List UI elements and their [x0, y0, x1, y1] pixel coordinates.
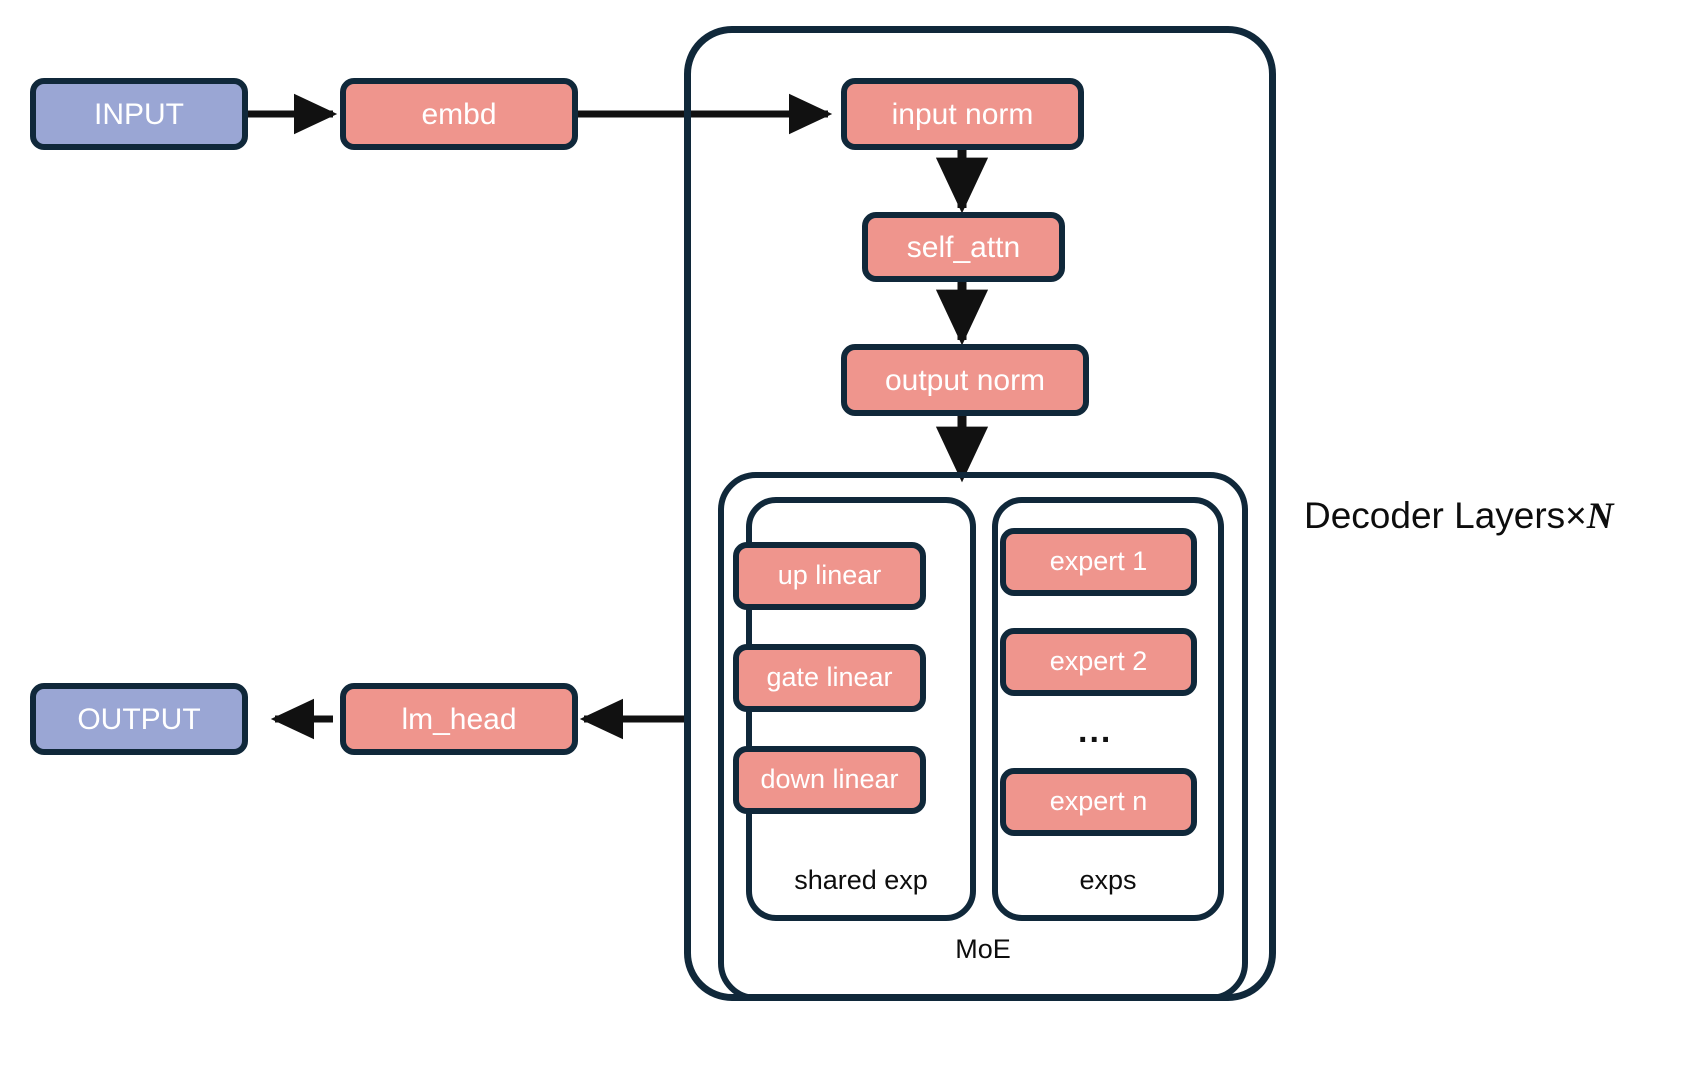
shared-expert-down-linear[interactable]: down linear — [733, 746, 926, 814]
experts-container — [992, 497, 1224, 921]
input-norm-node-label: input norm — [891, 97, 1034, 131]
embd-node-label: embd — [421, 97, 497, 131]
expert-n-node[interactable]: expert n — [1000, 768, 1197, 836]
shared-expert-gate-linear-label: gate linear — [766, 662, 893, 693]
shared-expert-gate-linear[interactable]: gate linear — [733, 644, 926, 712]
experts-ellipsis: ... — [1078, 712, 1113, 750]
expert-2-node[interactable]: expert 2 — [1000, 628, 1197, 696]
shared-expert-caption: shared exp — [794, 865, 928, 895]
shared-expert-down-linear-label: down linear — [760, 764, 899, 795]
shared-expert-up-linear[interactable]: up linear — [733, 542, 926, 610]
expert-n-label: expert n — [1049, 786, 1148, 817]
decoder-layers-prefix: Decoder Layers× — [1304, 495, 1587, 536]
self-attn-node[interactable]: self_attn — [862, 212, 1065, 282]
input-node-label: INPUT — [94, 97, 184, 131]
self-attn-node-label: self_attn — [906, 230, 1021, 264]
moe-container — [718, 472, 1248, 1001]
expert-1-node[interactable]: expert 1 — [1000, 528, 1197, 596]
lm-head-node[interactable]: lm_head — [340, 683, 578, 755]
experts-caption: exps — [1079, 865, 1137, 895]
decoder-layers-label: Decoder Layers×N — [1304, 495, 1614, 538]
decoder-layers-count: N — [1586, 496, 1614, 537]
input-norm-node[interactable]: input norm — [841, 78, 1084, 150]
embd-node[interactable]: embd — [340, 78, 578, 150]
output-node-label: OUTPUT — [77, 702, 201, 736]
moe-caption: MoE — [955, 934, 1011, 964]
shared-expert-up-linear-label: up linear — [777, 560, 882, 591]
expert-2-label: expert 2 — [1049, 646, 1148, 677]
output-norm-node[interactable]: output norm — [841, 344, 1089, 416]
output-norm-node-label: output norm — [884, 363, 1046, 397]
lm-head-node-label: lm_head — [401, 702, 517, 736]
expert-1-label: expert 1 — [1049, 546, 1148, 577]
input-node[interactable]: INPUT — [30, 78, 248, 150]
output-node[interactable]: OUTPUT — [30, 683, 248, 755]
